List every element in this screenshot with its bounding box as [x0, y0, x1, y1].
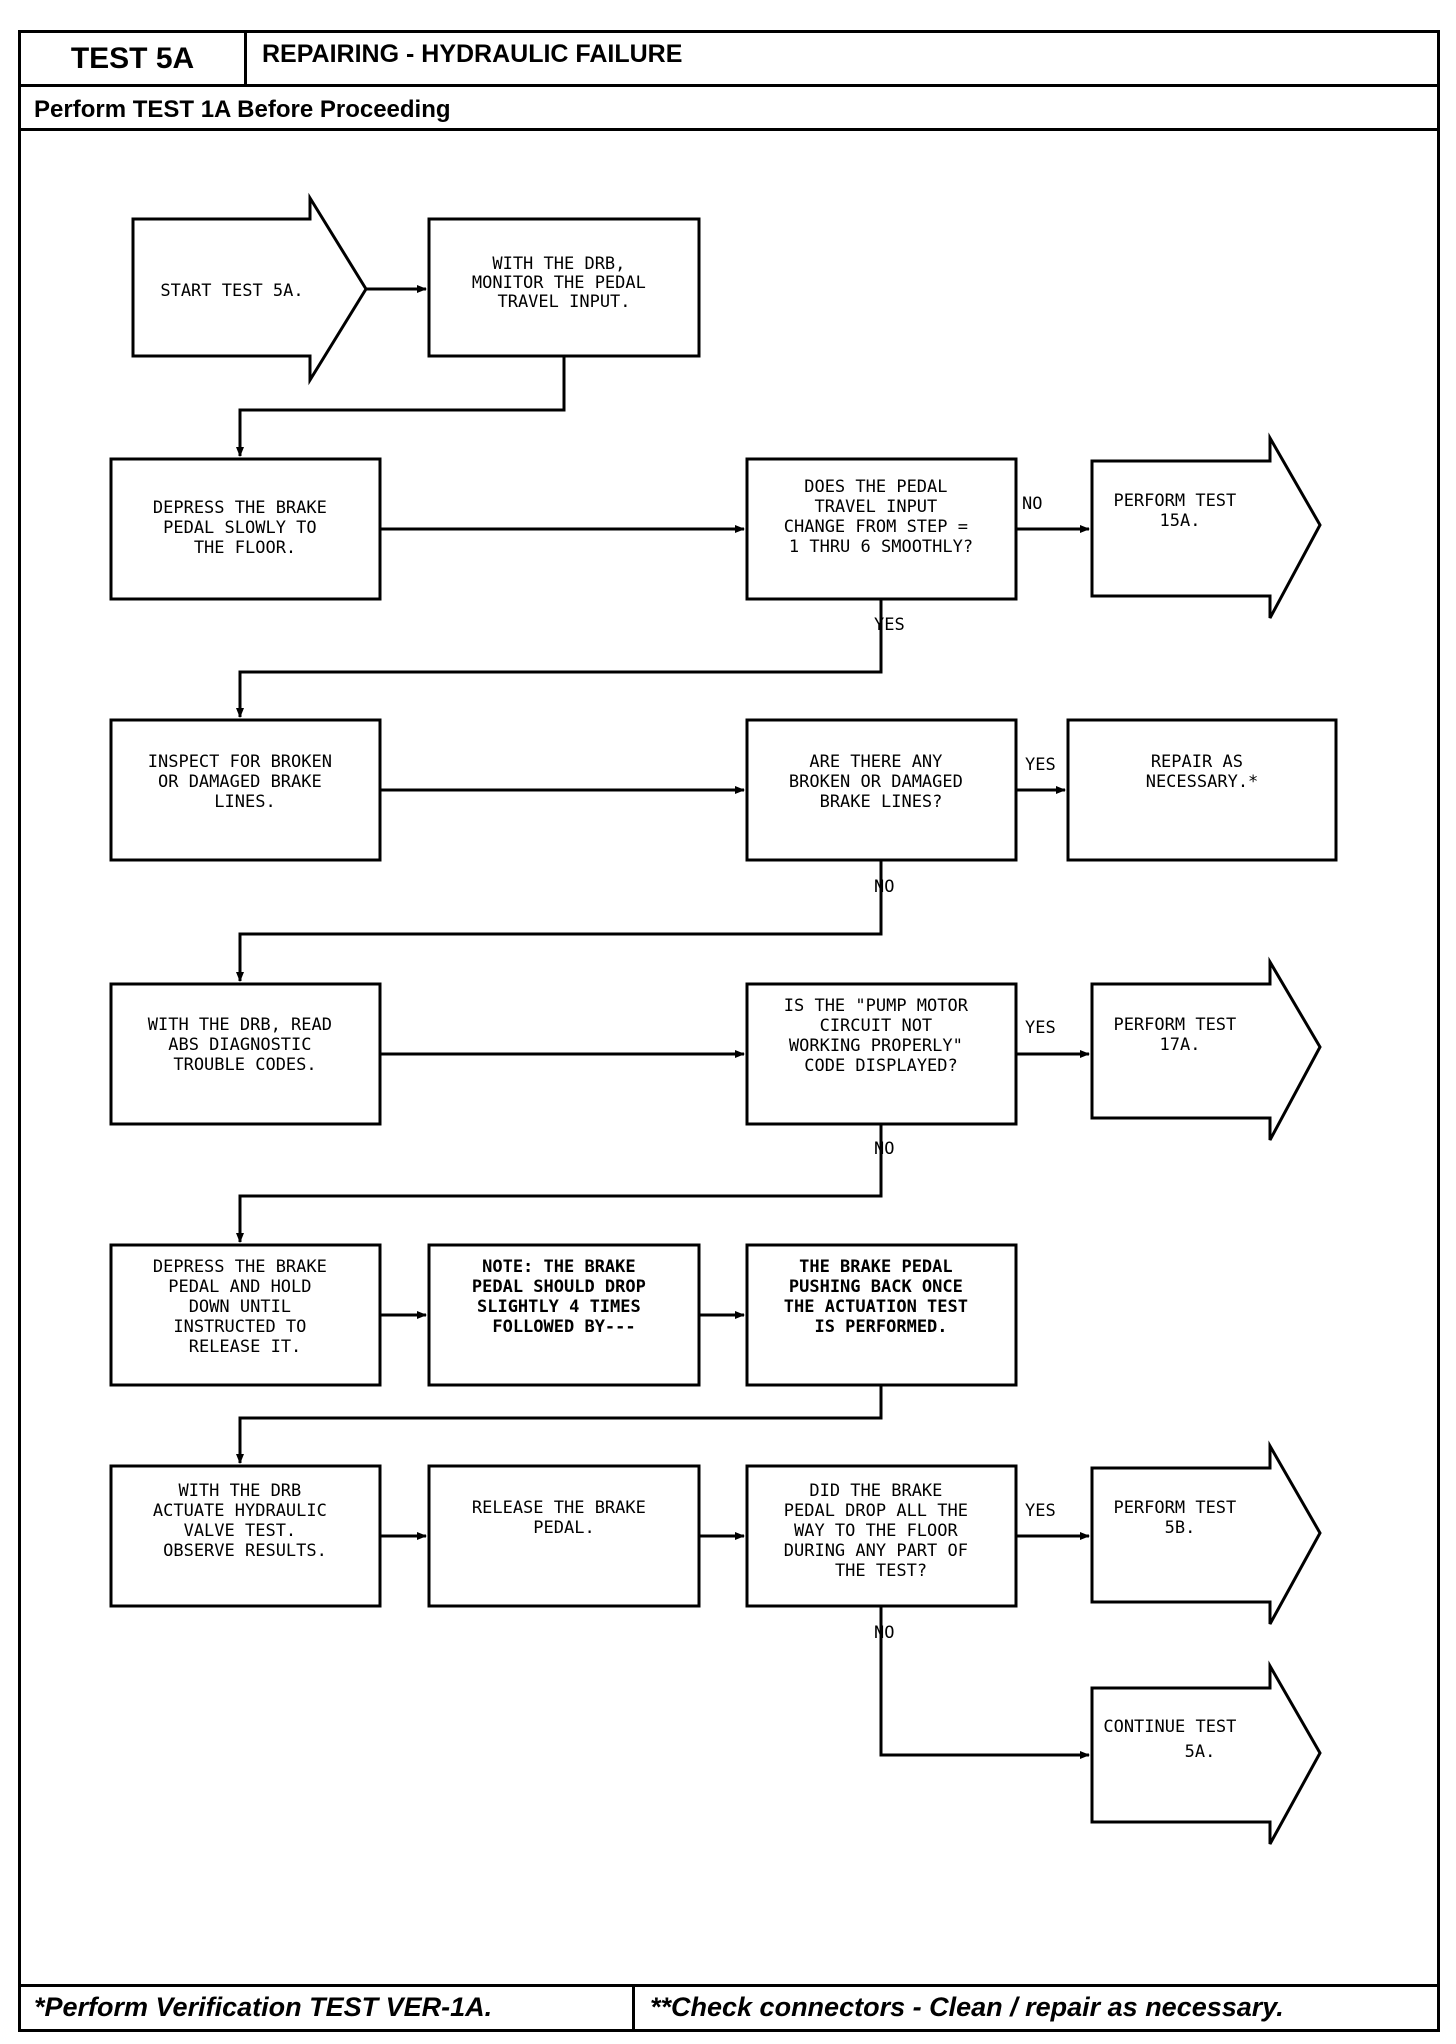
label-yes-inspect: YES	[874, 615, 905, 635]
depress-hold-text: DEPRESS THE BRAKE PEDAL AND HOLD DOWN UN…	[153, 1257, 337, 1357]
page-subtitle: Perform TEST 1A Before Proceeding	[34, 96, 451, 123]
perform-15a-arrow-shape	[1090, 432, 1322, 619]
inspect-lines-box	[109, 718, 382, 862]
depress-slowly-box	[109, 457, 382, 601]
footer-separator	[632, 1984, 635, 2032]
actuate-valve-box	[109, 1464, 382, 1608]
perform-5b-text: PERFORM TEST 5B.	[1113, 1498, 1246, 1538]
read-codes-box	[109, 982, 382, 1126]
label-no-hold: NO	[874, 1139, 894, 1159]
start-arrow-text: START TEST 5A.	[160, 281, 303, 301]
header-divider-bottom	[21, 128, 1437, 131]
repair-box	[1066, 718, 1338, 862]
flowchart: START TEST 5A. WITH THE DRB, MONITOR THE…	[109, 192, 1338, 1845]
q-pedal-drop-box	[745, 1464, 1018, 1608]
label-no-codes: NO	[874, 877, 894, 897]
repair-text: REPAIR AS NECESSARY.*	[1146, 752, 1259, 792]
release-pedal-box	[427, 1464, 701, 1608]
q-pump-motor-text: IS THE "PUMP MOTOR CIRCUIT NOT WORKING P…	[784, 996, 978, 1076]
release-pedal-text: RELEASE THE BRAKE PEDAL.	[472, 1498, 656, 1538]
perform-5b-arrow-shape	[1090, 1440, 1322, 1625]
footer-note-left: *Perform Verification TEST VER-1A.	[34, 1992, 493, 2022]
actuate-valve-text: WITH THE DRB ACTUATE HYDRAULIC VALVE TES…	[153, 1481, 337, 1561]
monitor-text: WITH THE DRB, MONITOR THE PEDAL TRAVEL I…	[472, 254, 656, 312]
footer-note-right: **Check connectors - Clean / repair as n…	[650, 1992, 1284, 2022]
q-pedal-travel-box	[745, 457, 1018, 601]
label-no-continue: NO	[874, 1623, 894, 1643]
continue-5a-text: CONTINUE TEST 5A.	[1103, 1717, 1246, 1762]
depress-hold-box	[109, 1243, 382, 1387]
q-broken-lines-box	[745, 718, 1018, 862]
pushing-back-text: THE BRAKE PEDAL PUSHING BACK ONCE THE AC…	[784, 1257, 978, 1337]
start-arrow-shape	[131, 192, 368, 386]
page-title: REPAIRING - HYDRAULIC FAILURE	[262, 40, 683, 68]
header-divider	[21, 84, 1437, 87]
q-pedal-travel-text: DOES THE PEDAL TRAVEL INPUT CHANGE FROM …	[784, 477, 978, 557]
q-pump-motor-box	[745, 982, 1018, 1126]
perform-17a-arrow-shape	[1090, 956, 1322, 1141]
continue-5a-arrow-shape	[1090, 1660, 1322, 1845]
page-frame	[18, 30, 1440, 2032]
pushing-back-box	[745, 1243, 1018, 1387]
note-drop-text: NOTE: THE BRAKE PEDAL SHOULD DROP SLIGHT…	[472, 1257, 656, 1337]
monitor-box	[427, 217, 701, 358]
label-no-15a: NO	[1022, 494, 1042, 514]
label-yes-repair: YES	[1025, 755, 1056, 775]
perform-15a-text: PERFORM TEST 15A.	[1113, 491, 1246, 531]
depress-slowly-text: DEPRESS THE BRAKE PEDAL SLOWLY TO THE FL…	[153, 498, 337, 558]
read-codes-text: WITH THE DRB, READ ABS DIAGNOSTIC TROUBL…	[148, 1015, 342, 1075]
label-yes-5b: YES	[1025, 1501, 1056, 1521]
note-drop-box	[427, 1243, 701, 1387]
footer-divider	[21, 1984, 1437, 1987]
label-yes-17a: YES	[1025, 1018, 1056, 1038]
inspect-lines-text: INSPECT FOR BROKEN OR DAMAGED BRAKE LINE…	[148, 752, 342, 812]
perform-17a-text: PERFORM TEST 17A.	[1113, 1015, 1246, 1055]
q-pedal-drop-text: DID THE BRAKE PEDAL DROP ALL THE WAY TO …	[784, 1481, 978, 1581]
q-broken-lines-text: ARE THERE ANY BROKEN OR DAMAGED BRAKE LI…	[789, 752, 973, 812]
